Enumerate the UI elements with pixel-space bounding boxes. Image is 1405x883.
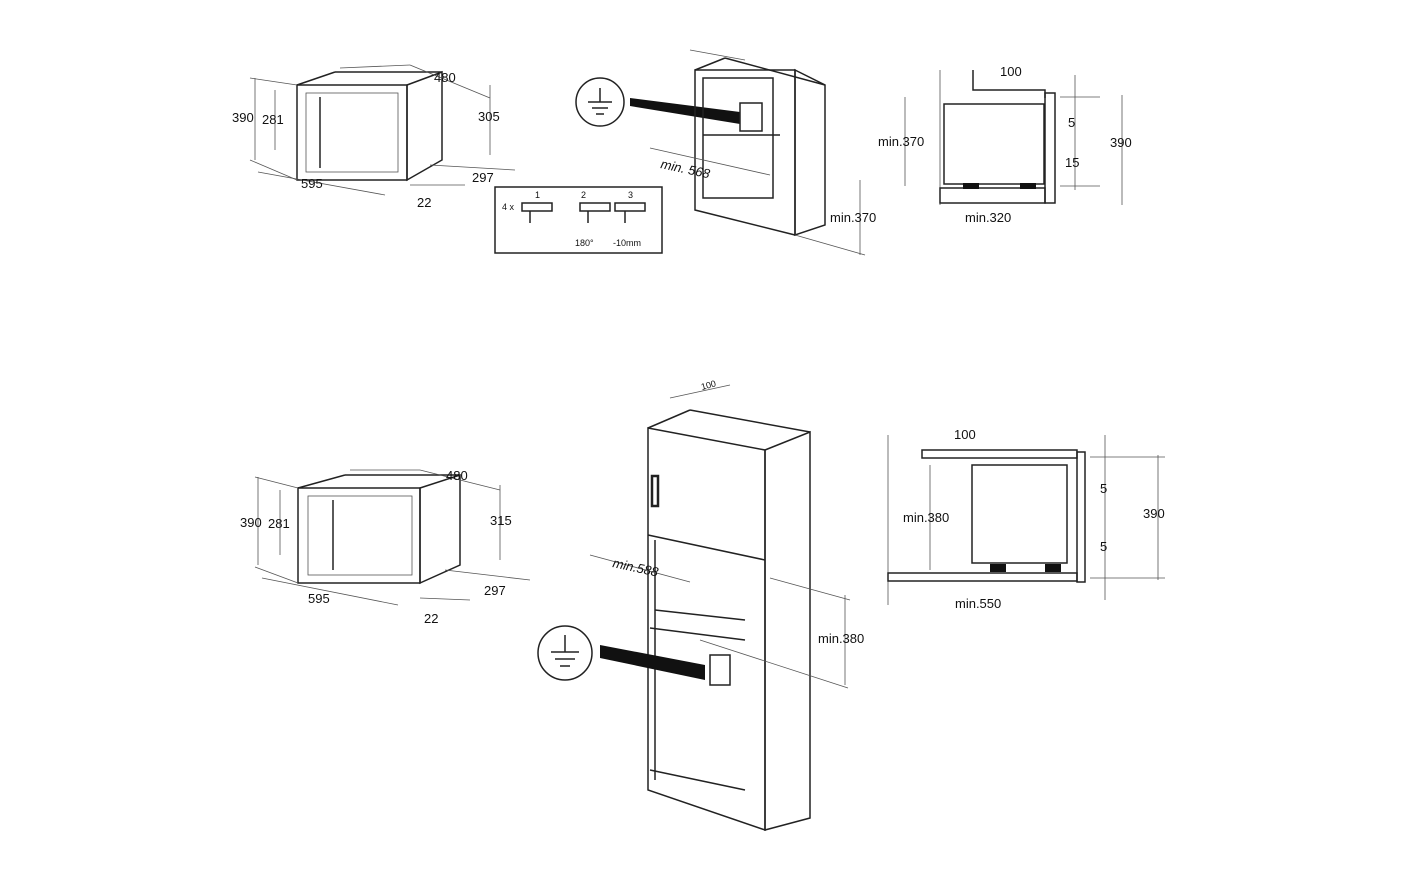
top-cabinet-drawing <box>575 49 866 256</box>
label-side-total: 390 <box>1110 135 1132 150</box>
step-offset: -10mm <box>613 238 641 248</box>
bottom-cabinet-drawing <box>537 384 851 832</box>
label-side-bottom-gap: 15 <box>1065 155 1079 170</box>
label-depth-body-b: 297 <box>484 583 506 598</box>
label-side-total-b: 390 <box>1143 506 1165 521</box>
label-width: 595 <box>301 176 323 191</box>
label-cabinet-width-b: min.588 <box>611 555 660 579</box>
label-width-b: 595 <box>308 591 330 606</box>
label-side-top-gap-b: 5 <box>1100 481 1107 496</box>
label-height-outer-b: 390 <box>240 515 262 530</box>
ground-icon <box>575 77 625 127</box>
step-count: 4 x <box>502 202 515 212</box>
label-depth: 480 <box>434 70 456 85</box>
label-height-inner-b: 281 <box>268 516 290 531</box>
bottom-microwave-drawing <box>254 469 531 606</box>
label-height-body: 305 <box>478 109 500 124</box>
ground-icon-2 <box>537 625 593 681</box>
label-height-outer: 390 <box>232 110 254 125</box>
label-depth-body: 297 <box>472 170 494 185</box>
step-2: 2 <box>581 190 586 200</box>
label-side-depth: min.320 <box>965 210 1011 225</box>
label-side-gap-b: 100 <box>954 427 976 442</box>
top-side-drawing <box>904 70 1123 205</box>
step-rotation: 180° <box>575 238 594 248</box>
label-cabinet-gap-b: 100 <box>700 378 717 392</box>
label-side-bottom-gap-b: 5 <box>1100 539 1107 554</box>
label-frame: 22 <box>417 195 431 210</box>
label-cabinet-height-b: min.380 <box>818 631 864 646</box>
top-microwave-drawing <box>249 64 516 196</box>
label-side-height: min.370 <box>878 134 924 149</box>
install-steps-box <box>494 186 663 254</box>
label-frame-b: 22 <box>424 611 438 626</box>
step-3: 3 <box>628 190 633 200</box>
label-side-gap: 100 <box>1000 64 1022 79</box>
label-cabinet-height: min.370 <box>830 210 876 225</box>
label-side-depth-b: min.550 <box>955 596 1001 611</box>
bottom-side-drawing <box>887 435 1165 605</box>
step-1: 1 <box>535 190 540 200</box>
label-depth-b: 480 <box>446 468 468 483</box>
label-side-top-gap: 5 <box>1068 115 1075 130</box>
bracket-icons <box>521 202 646 223</box>
label-height-body-b: 315 <box>490 513 512 528</box>
label-height-inner: 281 <box>262 112 284 127</box>
label-side-height-b: min.380 <box>903 510 949 525</box>
